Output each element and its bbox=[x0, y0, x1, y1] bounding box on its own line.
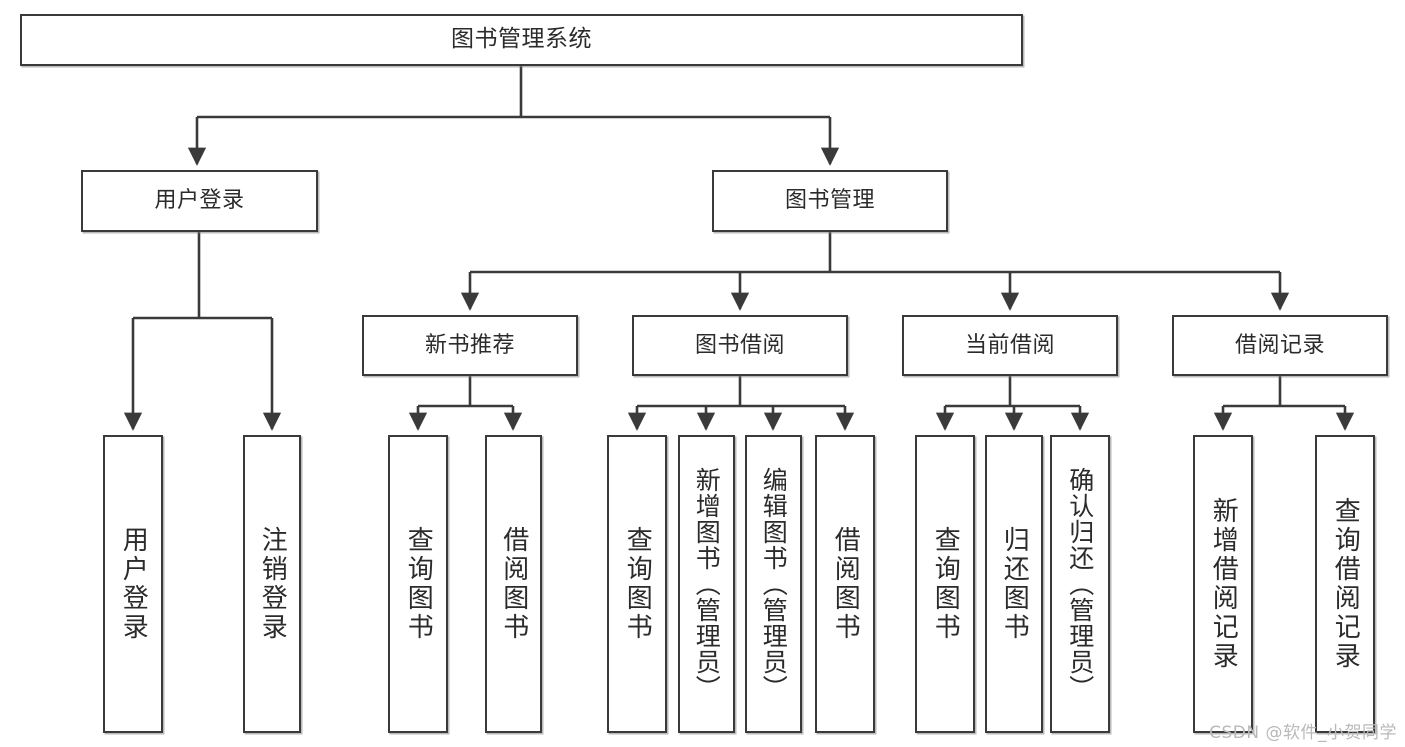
node-leaf-edit-book-label: 编辑图书（管理员） bbox=[759, 467, 789, 701]
node-user-login-label: 用户登录 bbox=[154, 188, 245, 214]
node-book-borrow[interactable]: 图书借阅 bbox=[632, 315, 848, 376]
node-book-manage[interactable]: 图书管理 bbox=[712, 170, 948, 232]
node-leaf-logout[interactable]: 注销登录 bbox=[243, 435, 301, 733]
node-leaf-query-book-2-label: 查询图书 bbox=[622, 526, 653, 642]
node-leaf-logout-label: 注销登录 bbox=[257, 526, 288, 642]
watermark: CSDN @软件_小贺同学 bbox=[1209, 723, 1397, 743]
node-leaf-query-book-3[interactable]: 查询图书 bbox=[915, 435, 975, 733]
node-leaf-return-book[interactable]: 归还图书 bbox=[985, 435, 1043, 733]
node-leaf-confirm-return-label: 确认归还（管理员） bbox=[1065, 467, 1095, 701]
node-new-book-rec-label: 新书推荐 bbox=[424, 332, 515, 358]
node-leaf-add-record[interactable]: 新增借阅记录 bbox=[1193, 435, 1253, 733]
node-leaf-query-record[interactable]: 查询借阅记录 bbox=[1315, 435, 1375, 733]
node-root-label: 图书管理系统 bbox=[451, 26, 592, 53]
node-leaf-add-record-label: 新增借阅记录 bbox=[1208, 497, 1239, 671]
node-leaf-borrow-book-1[interactable]: 借阅图书 bbox=[485, 435, 542, 733]
node-leaf-user-login[interactable]: 用户登录 bbox=[103, 435, 163, 733]
node-borrow-record-label: 借阅记录 bbox=[1234, 332, 1325, 358]
node-user-login[interactable]: 用户登录 bbox=[81, 170, 318, 232]
node-leaf-borrow-book-2[interactable]: 借阅图书 bbox=[815, 435, 875, 733]
node-book-borrow-label: 图书借阅 bbox=[694, 332, 785, 358]
node-leaf-add-book-label: 新增图书（管理员） bbox=[692, 467, 722, 701]
node-leaf-add-book[interactable]: 新增图书（管理员） bbox=[678, 435, 735, 733]
node-leaf-borrow-book-1-label: 借阅图书 bbox=[498, 526, 529, 642]
node-leaf-edit-book[interactable]: 编辑图书（管理员） bbox=[745, 435, 802, 733]
node-borrow-record[interactable]: 借阅记录 bbox=[1172, 315, 1388, 376]
node-leaf-confirm-return[interactable]: 确认归还（管理员） bbox=[1050, 435, 1110, 733]
node-leaf-borrow-book-2-label: 借阅图书 bbox=[830, 526, 861, 642]
node-root[interactable]: 图书管理系统 bbox=[20, 14, 1023, 66]
node-leaf-query-book-3-label: 查询图书 bbox=[930, 526, 961, 642]
node-book-manage-label: 图书管理 bbox=[784, 188, 875, 214]
node-leaf-query-book-1[interactable]: 查询图书 bbox=[388, 435, 448, 733]
node-new-book-rec[interactable]: 新书推荐 bbox=[362, 315, 578, 376]
node-leaf-query-record-label: 查询借阅记录 bbox=[1330, 497, 1361, 671]
node-leaf-user-login-label: 用户登录 bbox=[118, 526, 149, 642]
node-leaf-return-book-label: 归还图书 bbox=[999, 526, 1030, 642]
node-current-borrow[interactable]: 当前借阅 bbox=[902, 315, 1118, 376]
node-current-borrow-label: 当前借阅 bbox=[964, 332, 1055, 358]
node-leaf-query-book-2[interactable]: 查询图书 bbox=[607, 435, 667, 733]
node-leaf-query-book-1-label: 查询图书 bbox=[403, 526, 434, 642]
